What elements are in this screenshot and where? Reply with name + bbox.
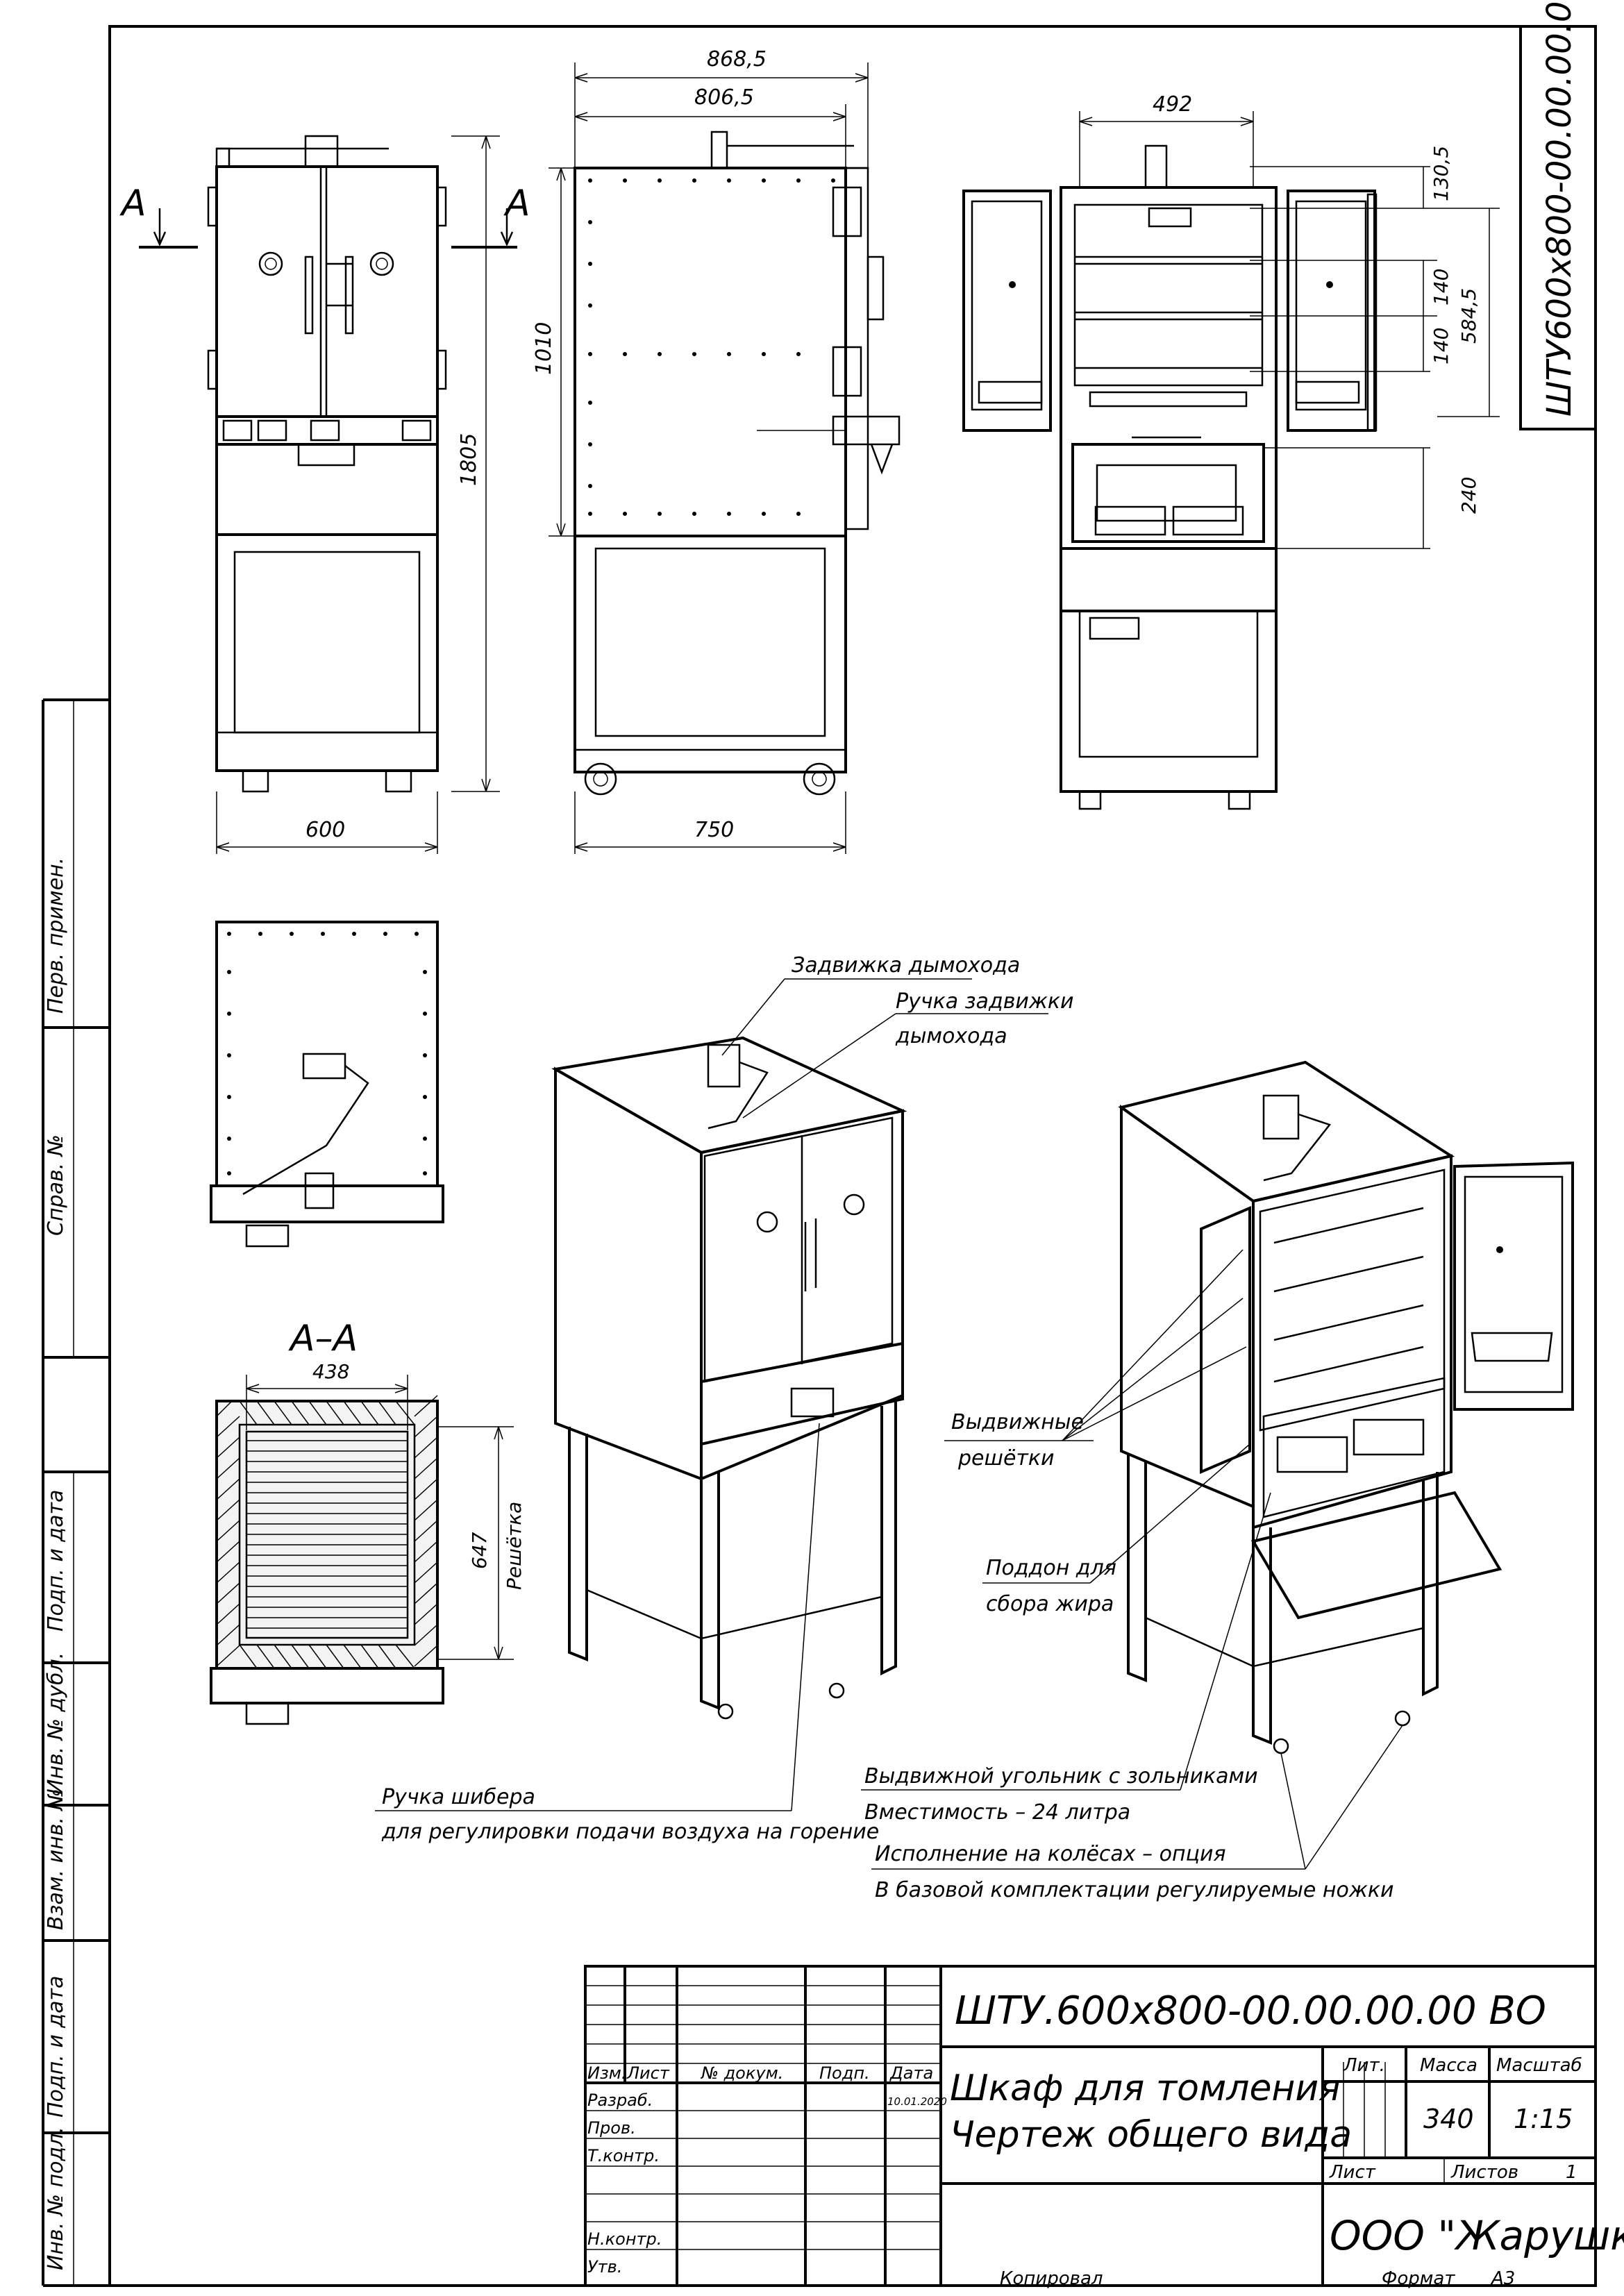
back-view <box>210 921 444 1248</box>
tb-title-line2: Чертеж общего вида <box>950 2114 1352 2156</box>
callout-tray-1: Поддон для <box>986 1556 1116 1580</box>
callout-coal-1: Выдвижной угольник с зольниками <box>864 1764 1258 1788</box>
dim-806-5: 806,5 <box>694 85 754 110</box>
callout-grates-2: решётки <box>957 1446 1055 1470</box>
dim-868-5: 868,5 <box>707 47 767 72</box>
grate-label: Решётка <box>503 1502 526 1590</box>
tb-role-checker: Пров. <box>587 2118 636 2138</box>
callout-tray-2: сбора жира <box>986 1592 1114 1616</box>
callout-wheels-2: В базовой комплектации регулируемые ножк… <box>875 1878 1394 1902</box>
dim-140-b: 140 <box>1430 328 1453 364</box>
dim-600: 600 <box>305 818 345 842</box>
dim-438: 438 <box>312 1360 349 1383</box>
front-view: А А 600 1805 <box>119 135 530 854</box>
side-view: 868,5 806,5 1010 750 <box>532 47 901 854</box>
callout-grates-1: Выдвижные <box>951 1410 1084 1434</box>
open-door-knob-icon <box>1496 1246 1503 1253</box>
right-door-knob-icon <box>1326 281 1333 288</box>
sheet-frame <box>42 25 1597 2287</box>
section-a-a-view: А–А 438 647 Решётка <box>210 1318 526 1725</box>
isometric-open-view <box>1118 1060 1574 1754</box>
tb-title-line1: Шкаф для томления <box>950 2068 1341 2109</box>
callout-wheels-1: Исполнение на колёсах – опция <box>875 1842 1226 1866</box>
tb-header-date: Дата <box>889 2063 933 2083</box>
isometric-closed-view <box>551 1036 907 1720</box>
section-mark-right: А <box>503 183 530 224</box>
dim-1805: 1805 <box>457 433 481 486</box>
tb-role-tech-control: Т.контр. <box>587 2146 660 2165</box>
tb-header-sign: Подп. <box>819 2063 870 2083</box>
tb-scale-value: 1:15 <box>1514 2104 1573 2134</box>
stamp-inv-dubl: Инв. № дубл. <box>44 1652 68 1795</box>
dim-584-5: 584,5 <box>1457 288 1480 344</box>
grate-bars <box>246 1440 408 1629</box>
front-open-view: 492 130,5 140 140 584,5 240 <box>962 92 1500 810</box>
tb-mass-value: 340 <box>1423 2104 1474 2134</box>
left-door-knob-icon <box>1009 281 1016 288</box>
callout-damper: Задвижка дымохода <box>792 953 1020 978</box>
tb-header-list: Лист <box>626 2063 670 2083</box>
stamp-vzam-inv: Взам. инв. № <box>44 1788 68 1930</box>
tb-company: ООО "Жарушка" <box>1330 2212 1624 2259</box>
format-value: А3 <box>1490 2268 1515 2289</box>
tb-lit-label: Лит. <box>1343 2055 1385 2076</box>
section-title: А–А <box>288 1318 358 1359</box>
tb-drawing-code: ШТУ.600х800-00.00.00.00 ВО <box>955 1988 1546 2034</box>
tb-scale-label: Масштаб <box>1496 2055 1582 2076</box>
tb-developer-date: 10.01.2020 <box>887 2095 947 2108</box>
callouts: Задвижка дымохода Ручка задвижки дымоход… <box>375 953 1403 1902</box>
dim-492: 492 <box>1153 92 1192 117</box>
tb-header-doc: № докум. <box>700 2063 783 2083</box>
tb-role-approved: Утв. <box>587 2257 622 2277</box>
tb-mass-label: Масса <box>1420 2055 1477 2076</box>
tb-role-norm-control: Н.контр. <box>587 2229 662 2249</box>
section-mark-left: А <box>119 183 147 224</box>
dim-750: 750 <box>694 818 734 842</box>
dim-140-a: 140 <box>1430 269 1453 305</box>
tb-sheets-label: Листов <box>1450 2162 1518 2183</box>
tb-header-izm: Изм. <box>587 2063 626 2083</box>
format-label: Формат <box>1382 2268 1455 2289</box>
tb-role-developer: Разраб. <box>587 2090 653 2110</box>
tb-sheets-value: 1 <box>1566 2162 1577 2183</box>
callout-shutter-1: Ручка шибера <box>382 1785 535 1809</box>
callout-damper-handle-1: Ручка задвижки <box>896 989 1074 1014</box>
title-block: Изм. Лист № докум. Подп. Дата Разраб. 10… <box>584 1965 1624 2287</box>
stamp-inv-podl: Инв. № подл. <box>44 2127 68 2270</box>
dim-240: 240 <box>1457 477 1480 514</box>
dim-130-5: 130,5 <box>1430 146 1453 201</box>
callout-coal-2: Вместимость – 24 литра <box>864 1800 1130 1825</box>
callout-shutter-2: для регулировки подачи воздуха на горени… <box>381 1820 879 1844</box>
vertical-drawing-code: ШТУ600х800-00.00.00.00 ВО <box>1540 0 1579 417</box>
stamp-podp-data-2: Подп. и дата <box>44 1976 68 2118</box>
dim-1010: 1010 <box>532 322 556 375</box>
copied-label: Копировал <box>1000 2268 1103 2289</box>
stamp-podp-data-1: Подп. и дата <box>44 1490 68 1632</box>
side-view-rivets <box>588 178 835 516</box>
section-hatch <box>216 1395 438 1669</box>
dim-647: 647 <box>468 1532 491 1569</box>
stamp-perv-primen: Перв. примен. <box>44 857 68 1014</box>
callout-damper-handle-2: дымохода <box>895 1024 1007 1048</box>
stamp-sprav-no: Справ. № <box>44 1134 68 1236</box>
back-view-rivets <box>227 932 427 1175</box>
tb-sheet-label: Лист <box>1329 2162 1376 2183</box>
side-stamps: Перв. примен. Справ. № Подп. и дата Инв.… <box>44 857 68 2270</box>
